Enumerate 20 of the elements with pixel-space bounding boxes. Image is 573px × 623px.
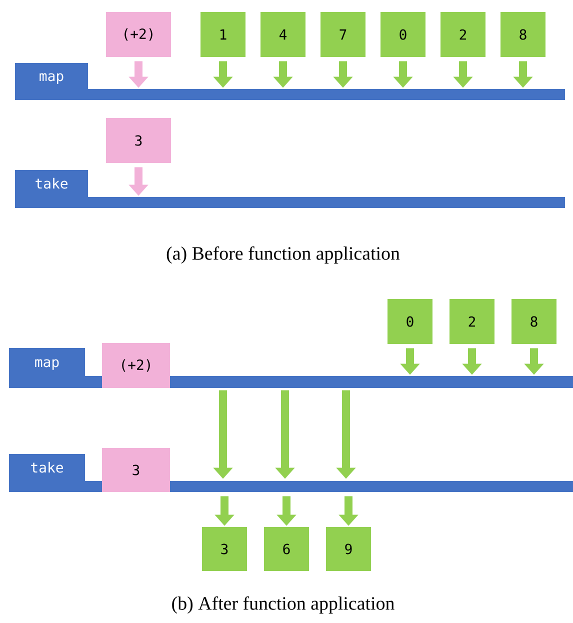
value-box: 7 — [320, 12, 366, 57]
stream-bar: map — [15, 63, 565, 100]
value-box: 2 — [450, 299, 494, 344]
function-box: (+2) — [106, 12, 171, 57]
value-box: 3 — [202, 527, 247, 571]
caption: (a) Before function application — [166, 246, 400, 264]
value-box: 6 — [264, 527, 309, 571]
value-box: 8 — [512, 299, 556, 344]
value-box: 0 — [388, 299, 432, 344]
value-box: 4 — [260, 12, 306, 57]
value-box: 2 — [440, 12, 486, 57]
stream-bar: take — [15, 170, 565, 208]
function-box: (+2) — [102, 343, 170, 388]
value-box: 1 — [200, 12, 246, 57]
function-box: 3 — [106, 118, 171, 163]
value-box: 8 — [500, 12, 546, 57]
function-box: 3 — [102, 448, 170, 492]
value-box: 0 — [380, 12, 426, 57]
caption: (b) After function application — [172, 596, 394, 614]
value-box: 9 — [326, 527, 371, 571]
